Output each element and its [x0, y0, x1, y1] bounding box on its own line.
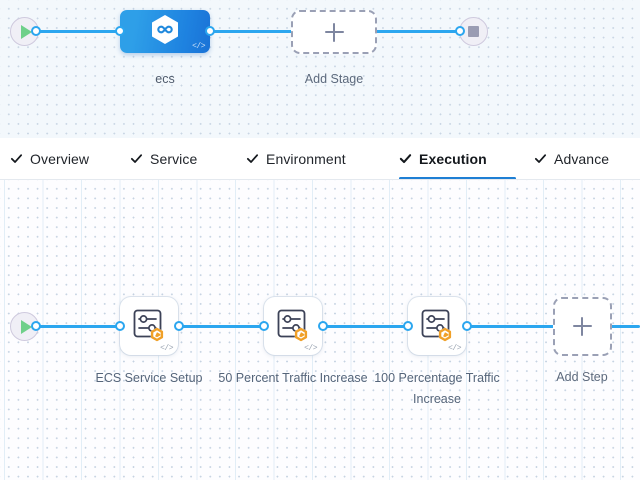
step-3-in-port[interactable]	[403, 321, 413, 331]
step-connector-1-to-2	[174, 325, 269, 328]
step-connector-start-to-1	[36, 325, 124, 328]
step-config-tabbar[interactable]: Overview Service Environment Execution A…	[0, 138, 640, 180]
stage-end-node[interactable]	[459, 17, 488, 46]
check-icon	[534, 154, 547, 163]
stage-canvas[interactable]: </> ecs Add Stage	[0, 0, 640, 138]
check-icon	[10, 154, 23, 163]
code-glyph-icon: </>	[304, 344, 317, 353]
code-glyph-icon: </>	[192, 42, 205, 51]
check-icon	[130, 154, 143, 163]
stage-connector-start-to-ecs	[36, 30, 126, 33]
step-card-100-percentage-traffic-increase[interactable]: </>	[408, 297, 466, 355]
step-3-out-port[interactable]	[462, 321, 472, 331]
step-2-out-port[interactable]	[318, 321, 328, 331]
stage-end-port[interactable]	[455, 26, 465, 36]
stage-start-node[interactable]	[10, 17, 39, 46]
stage-ecs-in-port[interactable]	[115, 26, 125, 36]
hexagon-badge	[438, 327, 452, 342]
step-2-in-port[interactable]	[259, 321, 269, 331]
code-glyph-icon: </>	[448, 344, 461, 353]
add-stage-label: Add Stage	[304, 72, 364, 86]
stage-start-port[interactable]	[31, 26, 41, 36]
tab-label: Overview	[30, 150, 90, 167]
step-label-ecs-service-setup: ECS Service Setup	[95, 371, 203, 385]
hexagon-badge	[150, 327, 164, 342]
check-icon	[246, 154, 259, 163]
tab-label: Environment	[266, 150, 346, 167]
step-1-in-port[interactable]	[115, 321, 125, 331]
hexagon-badge	[294, 327, 308, 342]
execution-steps-canvas[interactable]: </> ECS Service Setup	[0, 180, 640, 480]
stop-icon	[468, 26, 479, 37]
stage-connector-addstage-to-end	[374, 30, 472, 33]
ecs-hexagon-icon	[150, 13, 180, 50]
stage-ecs-out-port[interactable]	[205, 26, 215, 36]
step-label-50-percent-traffic-increase: 50 Percent Traffic Increase	[218, 371, 368, 385]
tab-label: Service	[150, 150, 198, 167]
check-icon	[399, 154, 412, 164]
tab-label: Advance	[554, 150, 610, 167]
plus-icon	[573, 317, 592, 336]
tab-label: Execution	[419, 150, 487, 167]
stage-node-label-ecs: ecs	[155, 72, 175, 86]
settings-sliders-icon	[131, 307, 167, 348]
settings-sliders-icon	[419, 307, 455, 348]
tab-execution[interactable]: Execution	[389, 138, 524, 179]
add-step-label: Add Step	[556, 370, 608, 384]
plus-icon	[324, 22, 344, 42]
add-step-button[interactable]	[553, 297, 612, 356]
add-stage-button[interactable]	[291, 10, 377, 54]
play-icon	[20, 24, 32, 39]
tab-service[interactable]: Service	[120, 138, 236, 179]
tab-advanced[interactable]: Advance	[524, 138, 640, 179]
step-1-out-port[interactable]	[174, 321, 184, 331]
step-card-ecs-service-setup[interactable]: </>	[120, 297, 178, 355]
settings-sliders-icon	[275, 307, 311, 348]
step-connector-add-to-next	[610, 325, 640, 328]
step-start-port[interactable]	[31, 321, 41, 331]
tab-overview[interactable]: Overview	[0, 138, 120, 179]
stage-connector-ecs-to-addstage	[205, 30, 295, 33]
step-card-50-percent-traffic-increase[interactable]: </>	[264, 297, 322, 355]
play-icon	[20, 319, 32, 334]
tab-environment[interactable]: Environment	[236, 138, 389, 179]
step-connector-3-to-add	[462, 325, 554, 328]
step-connector-2-to-3	[318, 325, 410, 328]
stage-node-ecs[interactable]: </>	[120, 10, 210, 53]
step-label-100-percentage-traffic-increase: 100 Percentage Traffic Increase	[374, 371, 500, 406]
code-glyph-icon: </>	[160, 344, 173, 353]
